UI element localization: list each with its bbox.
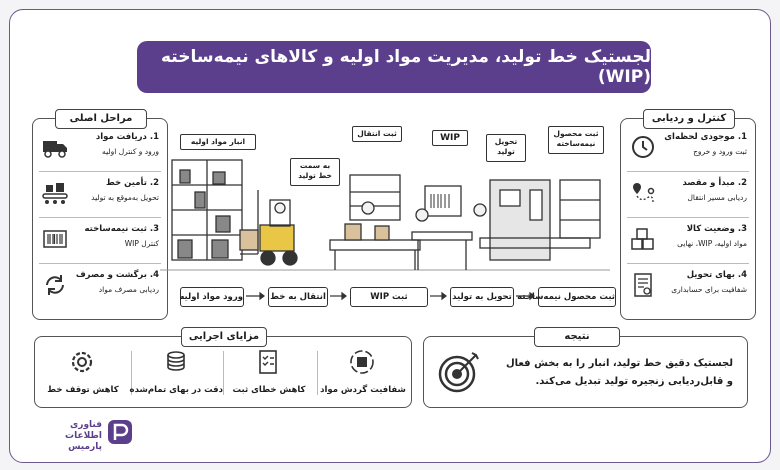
stage-title: 1. دریافت مواد (95, 132, 159, 142)
transfer-sign: ثبت انتقال (352, 126, 402, 142)
conveyor-boxes-icon (42, 183, 68, 204)
benefits-header: مزایای اجرایی (181, 327, 267, 347)
deliver-sign: تحویل تولید (486, 134, 526, 162)
result-panel: نتیجه لجستیک دقیق خط تولید، انبار را به … (423, 327, 748, 408)
flow-step: انتقال به خط (268, 287, 328, 307)
flow-arrows (246, 291, 535, 301)
control-title: 1. موجودی لحظه‌ای (664, 132, 747, 142)
forklift (239, 190, 298, 266)
control-title: 4. بهای تحویل (686, 270, 747, 280)
control-header: کنترل و ردیابی (643, 109, 735, 129)
flow-step: تحویل به تولید (450, 287, 514, 307)
production-machine (473, 179, 601, 261)
factory-illustration (160, 159, 610, 271)
stage-item: 2. تأمین خط تحویل به‌موقع به تولید (39, 173, 161, 218)
benefit-label: دقت در بهای تمام‌شده (129, 385, 223, 395)
truck-icon (43, 141, 67, 158)
control-item: 3. وضعیت کالا مواد اولیه، WIP، نهایی (627, 219, 749, 264)
benefit-label: شفافیت گردش مواد (320, 385, 406, 395)
stage-item: 4. برگشت و مصرف ردیابی مصرف مواد (39, 265, 161, 309)
benefits-panel: مزایای اجرایی کاهش توقف خط دقت در بهای ت… (34, 327, 412, 408)
route-pin-icon (633, 183, 655, 203)
logo-line-2: اطلاعات (65, 431, 102, 441)
conveyor-station (329, 174, 421, 270)
stage-title: 2. تأمین خط (105, 178, 159, 188)
stage-desc: ورود و کنترل اولیه (102, 147, 159, 156)
main-stages-panel: مراحل اصلی 1. دریافت مواد ورود و کنترل ا… (32, 109, 168, 320)
logo-line-1: فناوری (70, 420, 102, 430)
control-desc: ثبت ورود و خروج (693, 147, 747, 156)
boxes-icon (631, 228, 654, 250)
coins-icon (167, 351, 185, 371)
benefit-item: دقت در بهای تمام‌شده (129, 345, 223, 401)
control-desc: شفافیت برای حسابداری (671, 285, 747, 294)
stage-item: 1. دریافت مواد ورود و کنترل اولیه (39, 127, 161, 172)
divider (317, 351, 318, 395)
benefit-label: کاهش توقف خط (47, 385, 119, 395)
control-title: 3. وضعیت کالا (686, 224, 747, 234)
semi-product-sign: ثبت محصول نیمه‌ساخته (548, 126, 604, 154)
logo-line-3: پارمیس (68, 442, 102, 452)
box-cycle-icon (350, 350, 374, 374)
wip-terminal (411, 185, 473, 270)
flow-step: ثبت محصول نیمه‌ساخته (517, 287, 616, 307)
result-header: نتیجه (534, 327, 620, 347)
benefit-item: کاهش توقف خط (37, 345, 129, 401)
page-title: لجستیک خط تولید، مدیریت مواد اولیه و کال… (137, 41, 651, 93)
brand-logo: فناوری اطلاعات پارمیس (44, 414, 134, 458)
parmis-logo-icon (108, 420, 132, 444)
result-text: لجستیک دقیق خط تولید، انبار را به بخش فع… (505, 358, 733, 387)
control-desc: مواد اولیه، WIP، نهایی (677, 239, 747, 248)
stage-title: 4. برگشت و مصرف (75, 270, 159, 280)
stage-desc: تحویل به‌موقع به تولید (91, 193, 159, 202)
invoice-icon (634, 273, 652, 297)
control-item: 2. مبدأ و مقصد ردیابی مسیر انتقال (627, 173, 749, 218)
clock-icon (632, 136, 654, 158)
main-stages-header: مراحل اصلی (55, 109, 147, 129)
barcode-icon (43, 230, 67, 248)
to-line-sign: به سمت خط تولید (290, 158, 340, 186)
flow-step: ورود مواد اولیه (179, 287, 244, 307)
control-item: 4. بهای تحویل شفافیت برای حسابداری (627, 265, 749, 309)
cycle-arrows-icon (46, 275, 64, 295)
warehouse-racks (171, 159, 243, 261)
factory-scene: انبار مواد اولیه به سمت خط تولید ثبت انت… (150, 120, 620, 320)
checklist-icon (259, 350, 277, 374)
control-item: 1. موجودی لحظه‌ای ثبت ورود و خروج (627, 127, 749, 172)
warehouse-sign: انبار مواد اولیه (180, 134, 256, 150)
wip-sign: WIP (432, 130, 468, 146)
divider (131, 351, 132, 395)
stage-desc: ردیابی مصرف مواد (98, 285, 159, 294)
stage-item: 3. ثبت نیمه‌ساخته کنترل WIP (39, 219, 161, 264)
benefit-item: شفافیت گردش مواد (317, 345, 409, 401)
stage-desc: کنترل WIP (124, 239, 159, 248)
target-icon (438, 352, 479, 393)
control-desc: ردیابی مسیر انتقال (687, 193, 747, 202)
benefit-label: کاهش خطای ثبت (232, 385, 306, 395)
gear-icon (71, 351, 93, 373)
process-flow: ورود مواد اولیه انتقال به خط ثبت WIP تحو… (150, 287, 620, 307)
control-title: 2. مبدأ و مقصد (682, 178, 747, 188)
control-panel: کنترل و ردیابی 1. موجودی لحظه‌ای ثبت ورو… (620, 109, 756, 320)
benefit-item: کاهش خطای ثبت (223, 345, 315, 401)
stage-title: 3. ثبت نیمه‌ساخته (84, 224, 159, 234)
flow-step: ثبت WIP (350, 287, 428, 307)
divider (223, 351, 224, 395)
